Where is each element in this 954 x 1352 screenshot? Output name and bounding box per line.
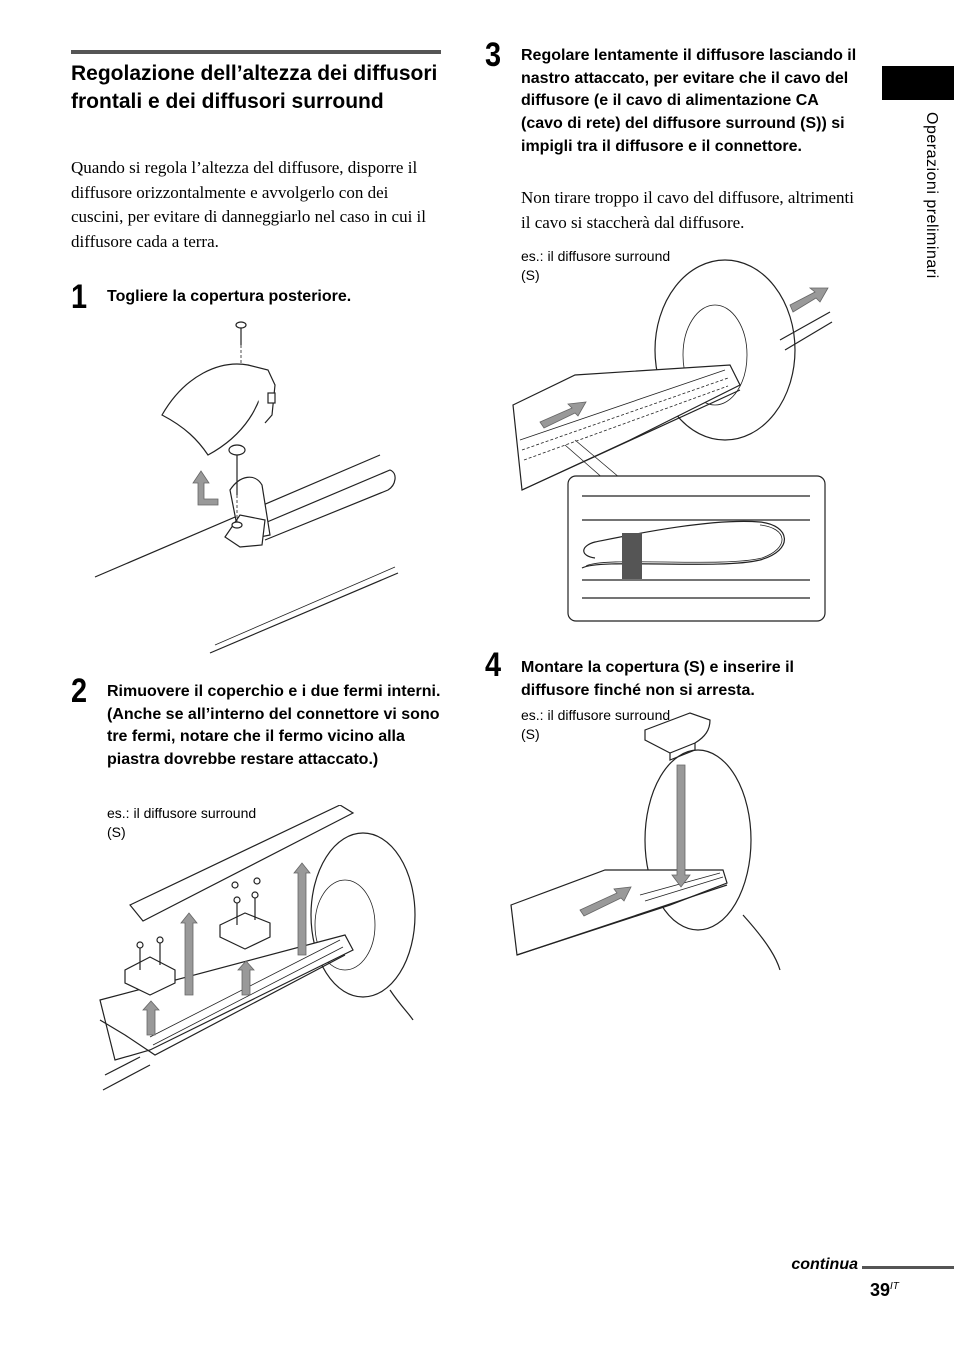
step-1-number: 1 <box>71 278 88 316</box>
step-4-text: Montare la copertura (S) e inserire il d… <box>521 659 794 699</box>
page-number-suffix: IT <box>890 1281 899 1292</box>
step-4-illustration <box>510 712 781 971</box>
section-title: Regolazione dell’altezza dei diffusori f… <box>71 62 438 113</box>
continua-label: continua <box>791 1256 858 1273</box>
step-2-caption: es.: il diffusore surround (S) <box>107 805 257 840</box>
step-1-text: Togliere la copertura posteriore. <box>107 288 352 305</box>
intro-paragraph: Quando si regola l’altezza del diffusore… <box>71 158 426 251</box>
step-3-number: 3 <box>485 36 502 74</box>
step-3-caption: es.: il diffusore surround (S) <box>521 248 671 283</box>
section-rule <box>71 50 441 54</box>
step-3-note: Non tirare troppo il cavo del diffusore,… <box>521 188 854 232</box>
step-2-number: 2 <box>71 672 88 710</box>
step-1-illustration <box>94 321 399 654</box>
step-4-caption: es.: il diffusore surround (S) <box>521 707 671 742</box>
page-number-value: 39 <box>870 1280 891 1300</box>
continua-rule <box>862 1266 954 1269</box>
page-number: 39IT <box>870 1280 940 1301</box>
step-3-text: Regolare lentamente il diffusore lascian… <box>521 47 857 155</box>
step-2-illustration <box>99 805 416 1091</box>
step-4-number: 4 <box>485 646 502 684</box>
side-tab-label: Operazioni preliminari <box>923 112 940 279</box>
step-2-text: Rimuovere il coperchio e i due fermi int… <box>107 683 441 769</box>
step-3-illustration <box>512 259 833 622</box>
side-tab-marker <box>882 66 954 100</box>
